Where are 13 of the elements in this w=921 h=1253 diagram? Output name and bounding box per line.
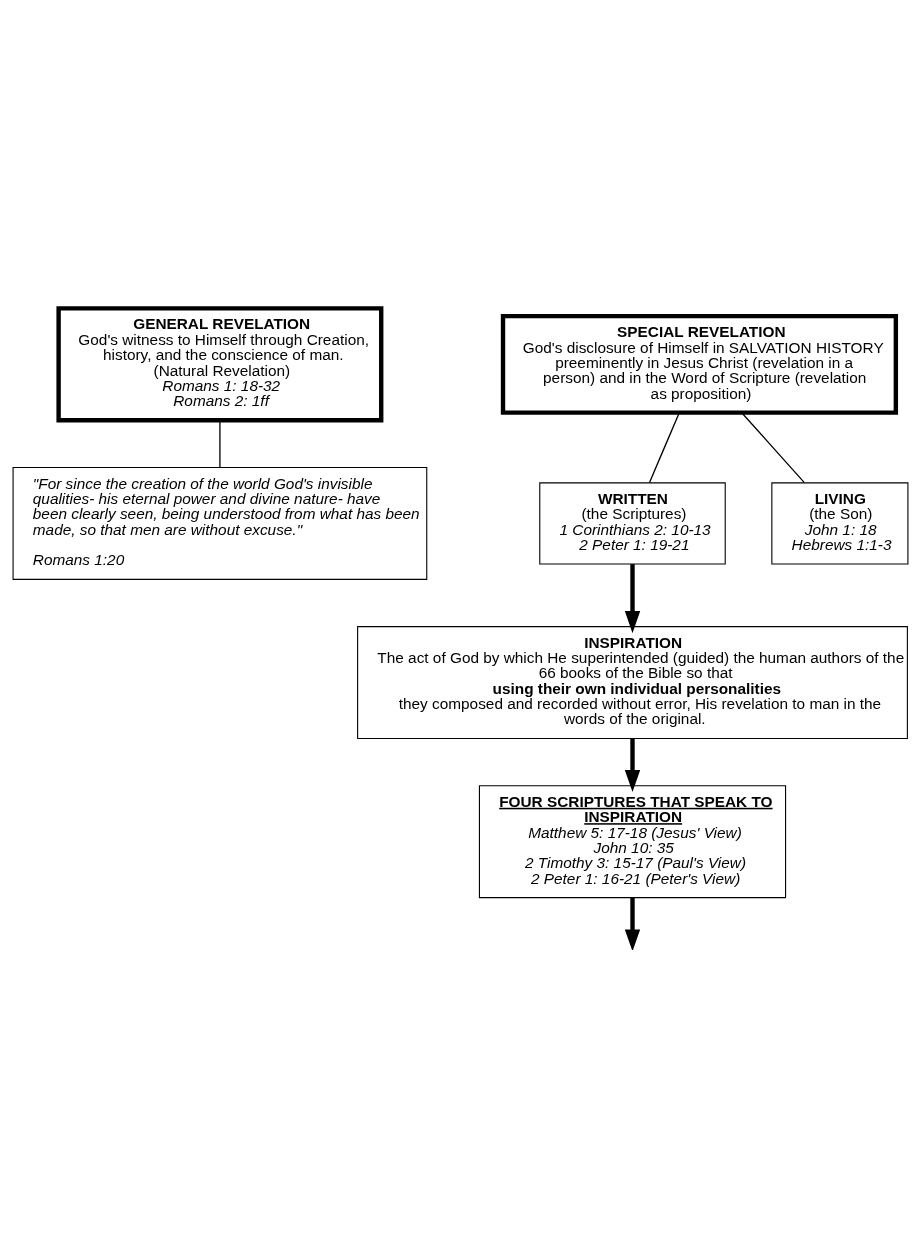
arrow — [624, 897, 641, 950]
node-box: "For since the creation of the world God's invisible qualities- his eternal power and divine nature- have been clearly seen, being understood from what has been made, so that men are without excuse." Romans 1:20 — [12, 466, 428, 580]
connector — [648, 411, 680, 483]
connector — [219, 419, 221, 468]
arrow — [624, 563, 641, 633]
node-box: SPECIAL REVELATION God's disclosure of Himself in SALVATION HISTORY preeminently in Jesus Christ (revelation in a person) and in the Word of Scripture (revelation as proposition) — [500, 313, 899, 415]
node-box: FOUR SCRIPTURES THAT SPEAK TO INSPIRATION Matthew 5: 17-18 (Jesus' View) John 10: 35 2 Timothy 3: 15-17 (Paul's View) 2 Peter 1: 16-21 (Peter's View) — [478, 784, 787, 898]
node-box: LIVING (the Son) John 1: 18 Hebrews 1:1-3 — [771, 481, 909, 565]
node-box: WRITTEN (the Scriptures) 1 Corinthians 2: 10-13 2 Peter 1: 19-21 — [539, 481, 726, 565]
connector — [741, 411, 805, 483]
node-box: INSPIRATION The act of God by which He superintended (guided) the human authors of the 66 books of the Bible so that using their own individual personalities they composed and recorded without error, His revelation to man in the words of the original. — [357, 625, 908, 739]
node-box: GENERAL REVELATION God's witness to Himself through Creation, history, and the conscience of man. (Natural Revelation) Romans 1: 18-32 Romans 2: 1ff — [56, 305, 384, 422]
arrow — [624, 738, 641, 792]
